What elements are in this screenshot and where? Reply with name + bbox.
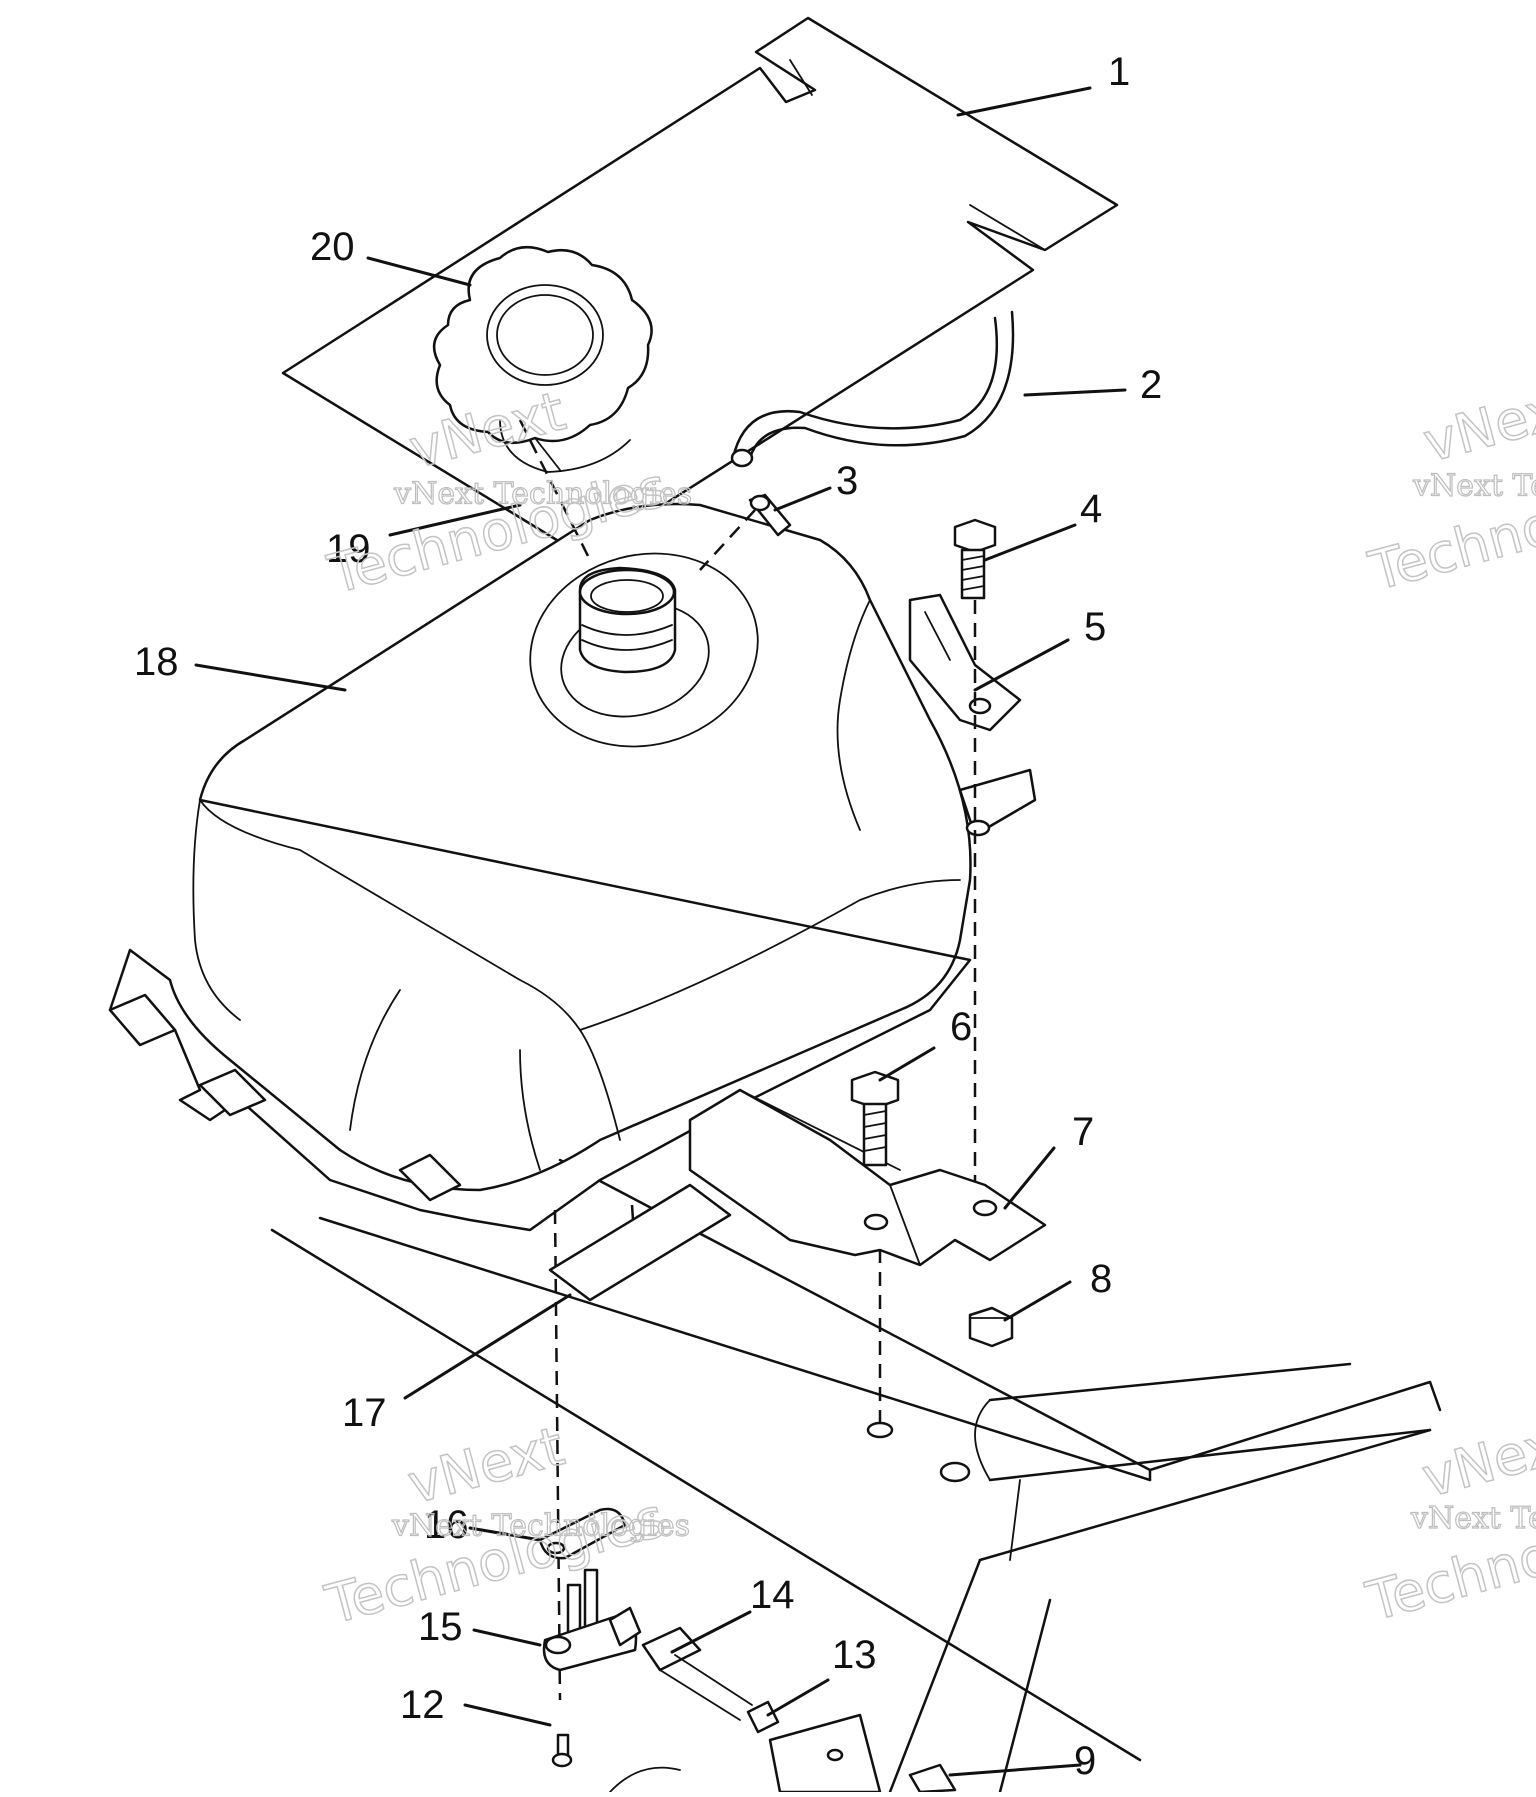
mount-bracket-part bbox=[908, 593, 1022, 732]
callout-9: 9 bbox=[1074, 1739, 1096, 1783]
callout-2: 2 bbox=[1140, 363, 1162, 407]
leader-lines bbox=[194, 86, 1127, 1777]
bolt-6-part bbox=[850, 1070, 900, 1167]
vent-hose-part bbox=[730, 310, 1015, 468]
callout-13: 13 bbox=[832, 1633, 877, 1677]
callout-14: 14 bbox=[750, 1573, 795, 1617]
callout-4: 4 bbox=[1080, 487, 1102, 531]
callout-18: 18 bbox=[134, 640, 179, 684]
callout-20: 20 bbox=[310, 225, 355, 269]
svg-text:vNext: vNext bbox=[1416, 1408, 1536, 1510]
svg-text:vNext Technologies: vNext Technologies bbox=[391, 1509, 690, 1544]
watermark-top-right: vNext vNext Technologies Technologies bbox=[1362, 372, 1536, 604]
callout-12: 12 bbox=[400, 1683, 445, 1727]
fuel-valve-part bbox=[538, 1507, 957, 1794]
svg-text:vNext Technologies: vNext Technologies bbox=[393, 476, 692, 511]
callout-8: 8 bbox=[1090, 1257, 1112, 1301]
callout-19: 19 bbox=[326, 527, 371, 571]
fuel-cap-part bbox=[432, 245, 653, 473]
nut-part bbox=[968, 1306, 1014, 1348]
watermark-bottom-right: vNext vNext Technologies Technologies bbox=[1359, 1407, 1536, 1634]
bolt-4-part bbox=[953, 518, 997, 600]
callout-5: 5 bbox=[1084, 605, 1106, 649]
callout-1: 1 bbox=[1108, 50, 1130, 94]
callout-3: 3 bbox=[836, 459, 858, 503]
callout-15: 15 bbox=[418, 1605, 463, 1649]
svg-text:vNext: vNext bbox=[1417, 373, 1536, 475]
callout-7: 7 bbox=[1072, 1110, 1094, 1154]
svg-text:vNext Technologies: vNext Technologies bbox=[1410, 1501, 1536, 1536]
callout-16: 16 bbox=[424, 1503, 469, 1547]
tank-pad-part bbox=[548, 1183, 732, 1302]
fuel-tank-part bbox=[108, 502, 1037, 1232]
callout-6: 6 bbox=[950, 1005, 972, 1049]
rear-bracket-part bbox=[688, 1088, 1047, 1267]
callout-labels: 1 2 3 4 5 6 7 8 9 12 13 14 15 16 17 18 1… bbox=[134, 50, 1162, 1783]
vent-fitting-part bbox=[748, 493, 792, 537]
callout-17: 17 bbox=[342, 1391, 387, 1435]
frame-holes bbox=[866, 1421, 971, 1483]
assembly-lines bbox=[518, 419, 977, 1701]
svg-text:vNext Technologies: vNext Technologies bbox=[1412, 468, 1536, 503]
svg-text:vNext: vNext bbox=[402, 1414, 571, 1516]
